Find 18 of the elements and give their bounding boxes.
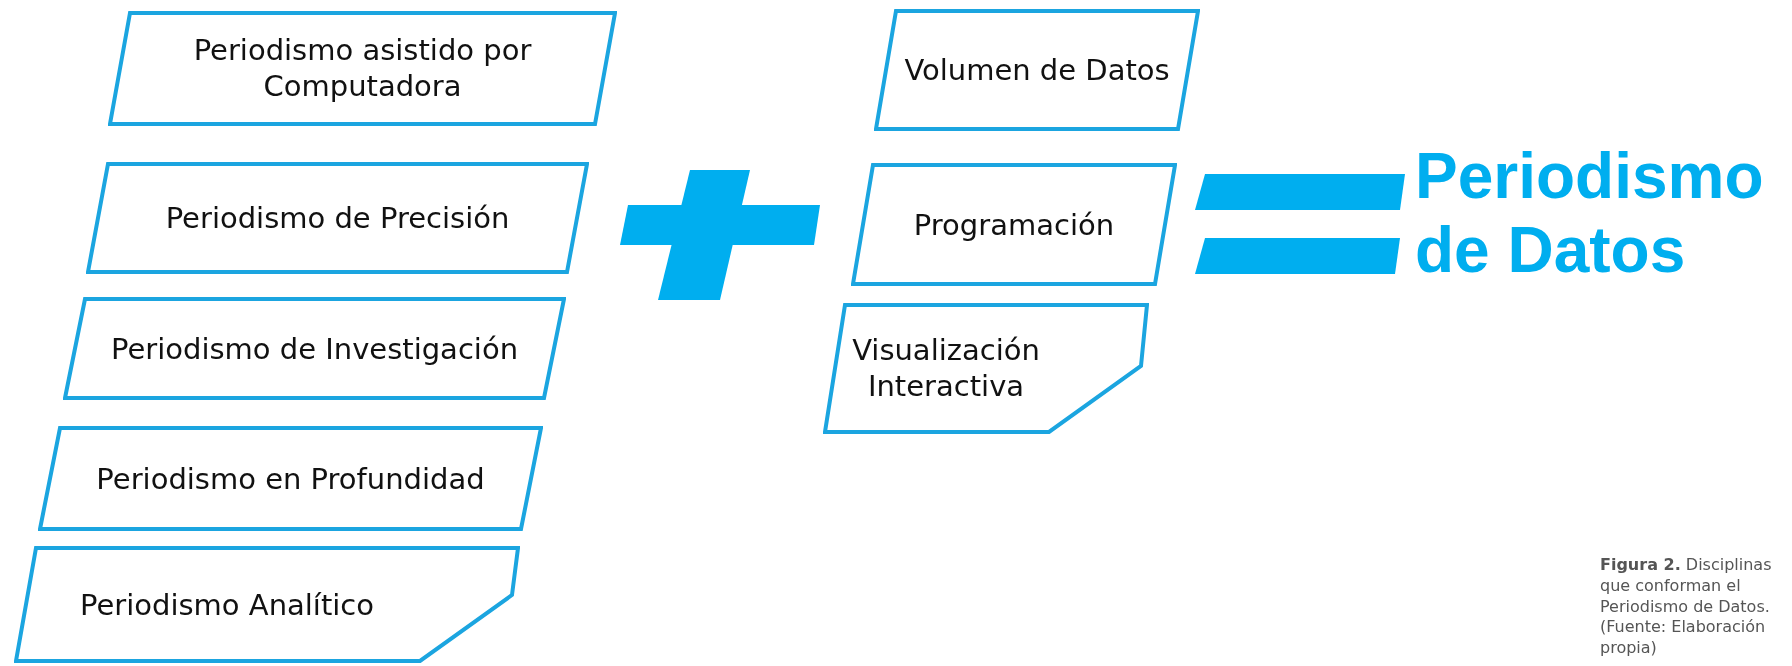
box-text: Periodismo Analítico xyxy=(79,586,375,623)
box-text: Periodismo asistido por Computadora xyxy=(192,32,533,105)
box-text: Programación xyxy=(912,206,1116,243)
parallelogram-box xyxy=(86,162,589,274)
box-text: Periodismo de Investigación xyxy=(109,330,520,367)
parallelogram-box xyxy=(823,303,1149,434)
heading-text: Periodismo de Datos xyxy=(1415,140,1765,288)
parallelogram-box xyxy=(874,9,1200,131)
box-text: Periodismo en Profundidad xyxy=(95,460,486,497)
box-text: Volumen de Datos xyxy=(904,52,1170,89)
box-text: Visualización Interactiva xyxy=(851,332,1041,405)
caption-text: Figura 2. Disciplinas que conforman el Periodismo de Datos. (Fuente: Elaboración propia) xyxy=(1600,555,1773,659)
parallelogram-box xyxy=(38,426,543,531)
parallelogram-box xyxy=(14,546,520,663)
parallelogram-box xyxy=(63,297,566,400)
parallelogram-box xyxy=(108,11,617,126)
box-text: Periodismo de Precisión xyxy=(164,200,511,237)
parallelogram-box xyxy=(851,163,1177,286)
